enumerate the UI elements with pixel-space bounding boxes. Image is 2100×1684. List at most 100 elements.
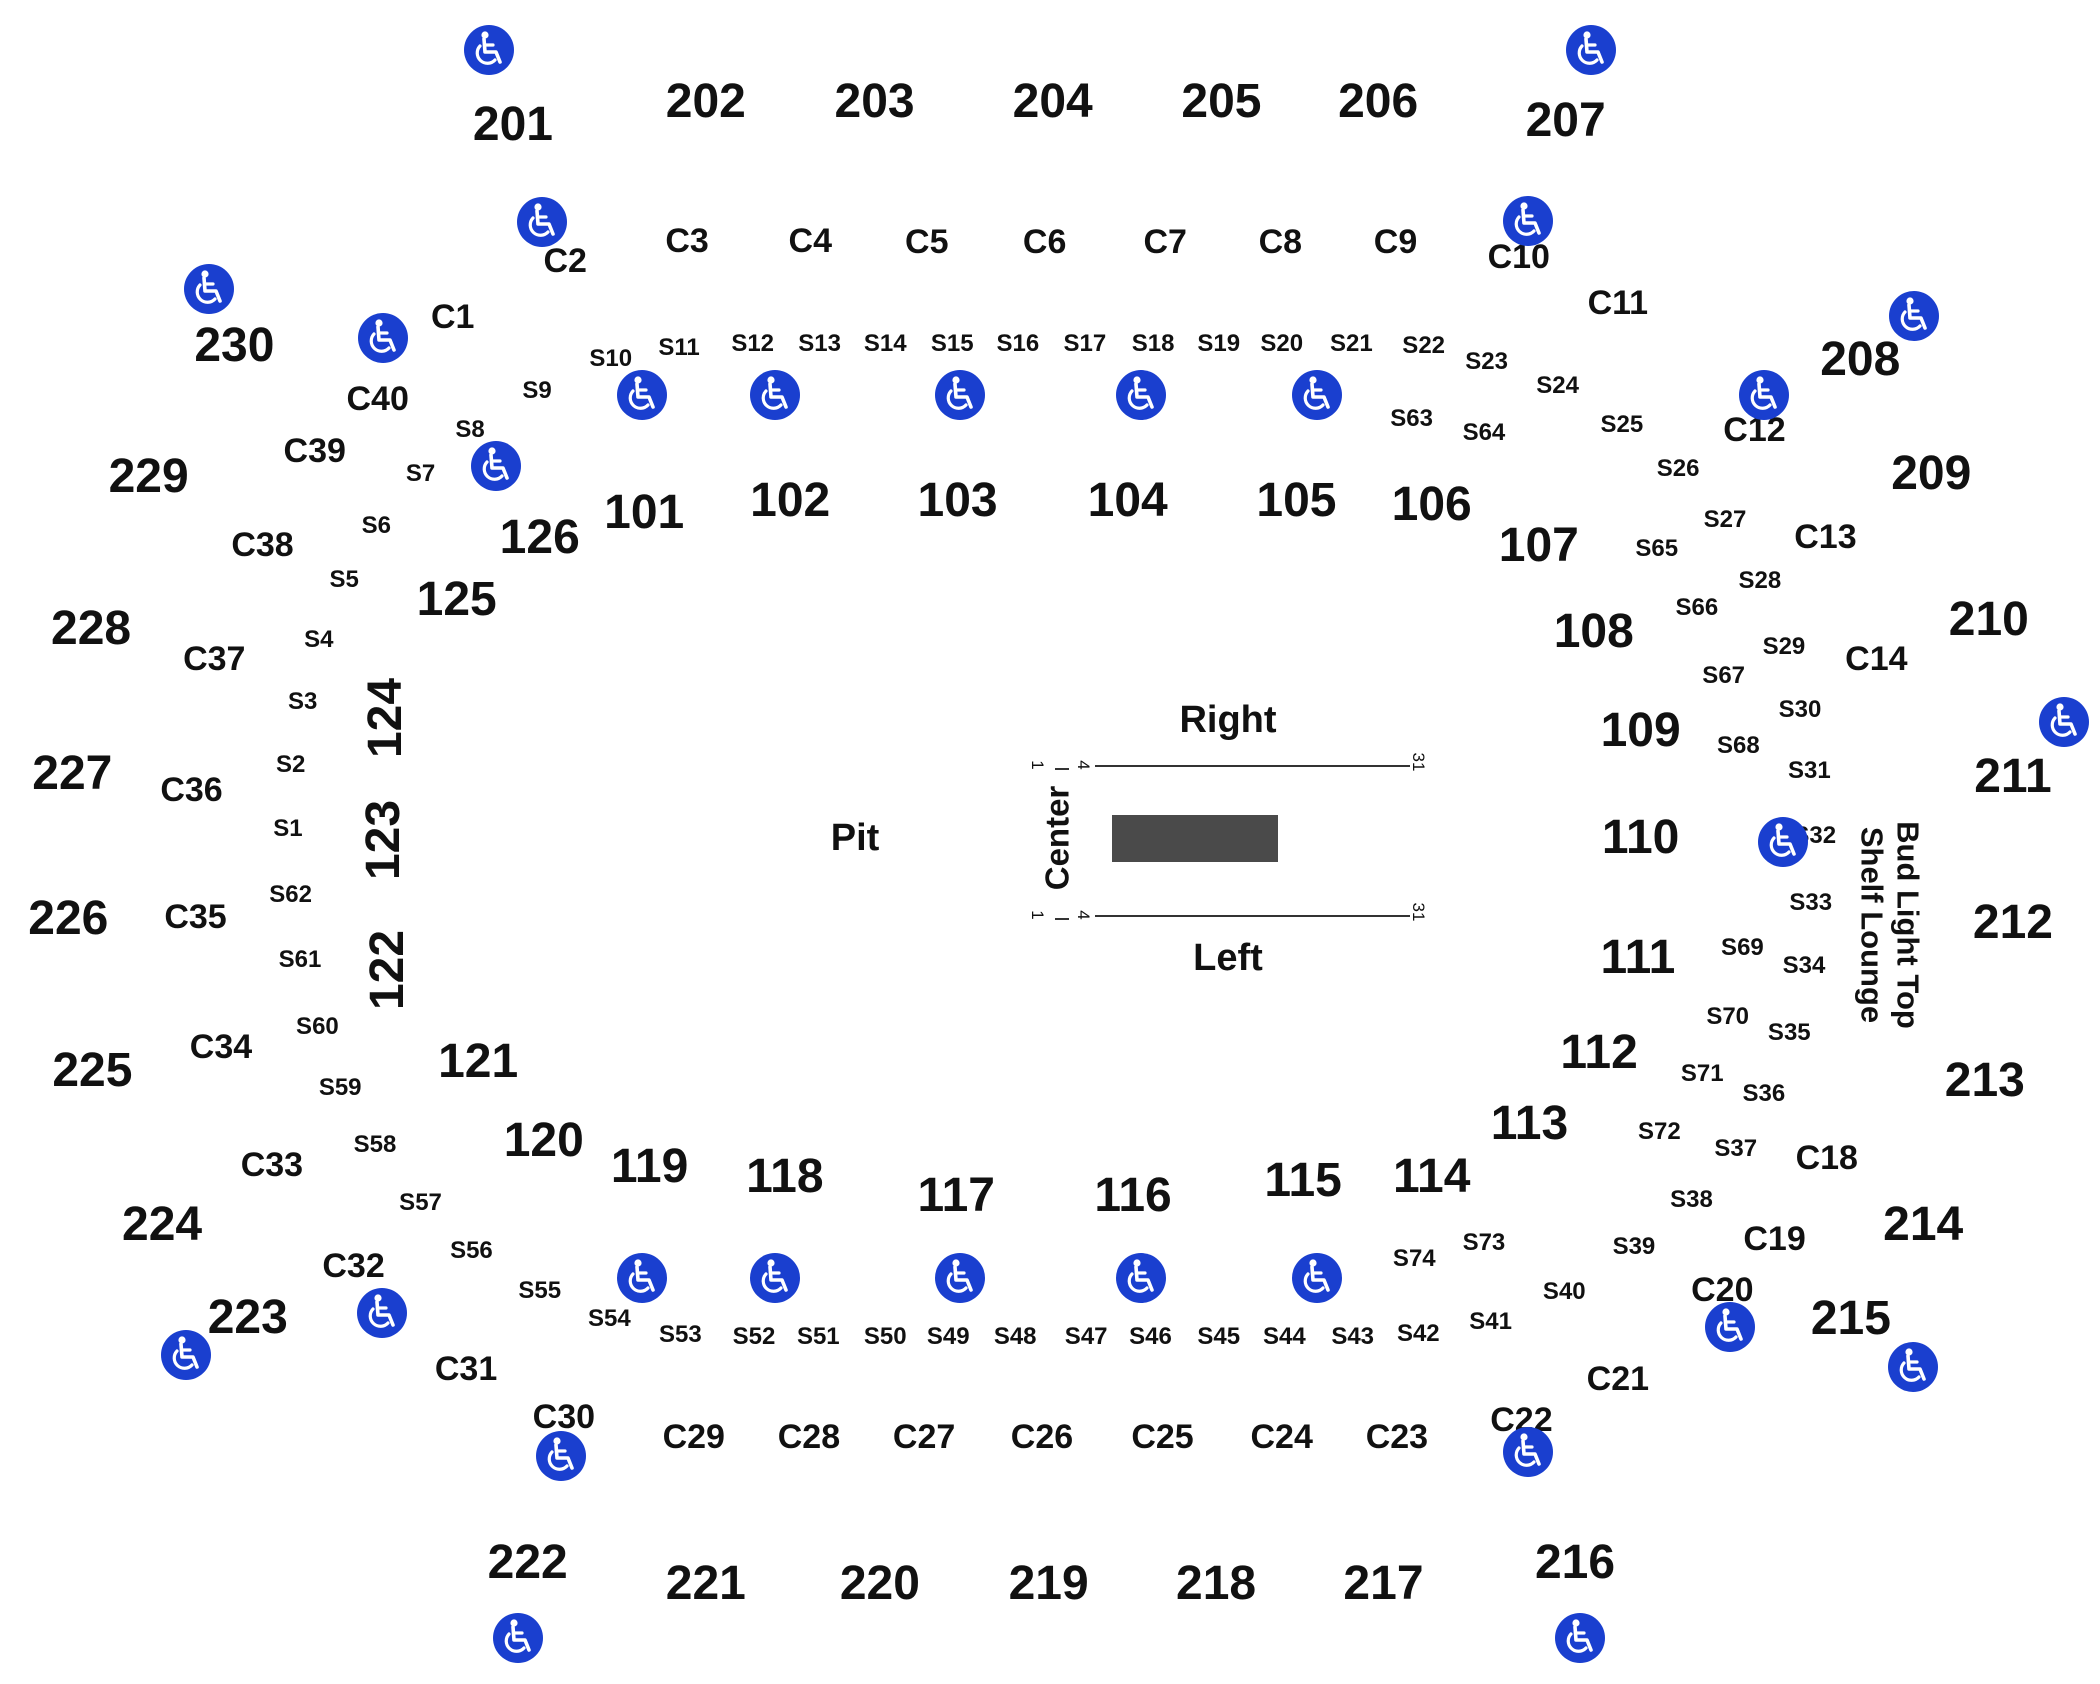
- wheelchair-icon[interactable]: [934, 1252, 986, 1304]
- section-206[interactable]: 206: [1338, 74, 1419, 128]
- wheelchair-icon[interactable]: [1738, 369, 1790, 421]
- section-203[interactable]: 203: [834, 74, 915, 128]
- suite-s51[interactable]: S51: [796, 1322, 840, 1350]
- suite-s48[interactable]: S48: [993, 1322, 1037, 1350]
- club-section-c8[interactable]: C8: [1258, 223, 1303, 262]
- wheelchair-icon[interactable]: [535, 1430, 587, 1482]
- suite-s41[interactable]: S41: [1469, 1307, 1512, 1335]
- suite-s6[interactable]: S6: [361, 512, 392, 540]
- wheelchair-icon[interactable]: [1757, 816, 1809, 868]
- club-section-c4[interactable]: C4: [788, 222, 832, 261]
- suite-s44[interactable]: S44: [1263, 1322, 1306, 1350]
- suite-s69[interactable]: S69: [1721, 934, 1764, 962]
- wheelchair-icon[interactable]: [1554, 1612, 1606, 1664]
- suite-s37[interactable]: S37: [1714, 1135, 1758, 1163]
- club-section-c21[interactable]: C21: [1586, 1360, 1650, 1399]
- wheelchair-icon[interactable]: [749, 1252, 801, 1304]
- section-204[interactable]: 204: [1012, 74, 1093, 128]
- suite-s54[interactable]: S54: [588, 1305, 631, 1333]
- suite-s19[interactable]: S19: [1197, 330, 1241, 358]
- suite-s64[interactable]: S64: [1462, 418, 1506, 446]
- suite-s61[interactable]: S61: [278, 946, 322, 974]
- suite-s13[interactable]: S13: [798, 330, 841, 358]
- club-section-c14[interactable]: C14: [1845, 639, 1908, 678]
- club-section-c10[interactable]: C10: [1487, 238, 1550, 277]
- club-section-c13[interactable]: C13: [1794, 518, 1857, 557]
- suite-s58[interactable]: S58: [353, 1131, 397, 1159]
- suite-s16[interactable]: S16: [996, 330, 1040, 358]
- zone-pit[interactable]: Pit: [830, 817, 880, 859]
- wheelchair-icon[interactable]: [1502, 1426, 1554, 1478]
- zone-center[interactable]: Center: [1038, 785, 1076, 891]
- section-122[interactable]: 122: [361, 929, 415, 1010]
- section-205[interactable]: 205: [1181, 74, 1262, 128]
- suite-s3[interactable]: S3: [287, 687, 318, 715]
- section-224[interactable]: 224: [122, 1198, 203, 1252]
- suite-s4[interactable]: S4: [304, 626, 334, 654]
- suite-s70[interactable]: S70: [1706, 1002, 1750, 1030]
- club-section-c31[interactable]: C31: [434, 1349, 498, 1388]
- section-229[interactable]: 229: [108, 449, 189, 503]
- suite-s11[interactable]: S11: [658, 334, 700, 362]
- suite-s7[interactable]: S7: [405, 460, 436, 488]
- section-221[interactable]: 221: [665, 1557, 746, 1611]
- wheelchair-icon[interactable]: [357, 312, 409, 364]
- section-126[interactable]: 126: [499, 511, 580, 565]
- wheelchair-icon[interactable]: [1291, 369, 1343, 421]
- wheelchair-icon[interactable]: [749, 369, 801, 421]
- suite-s2[interactable]: S2: [275, 750, 306, 778]
- section-106[interactable]: 106: [1391, 477, 1472, 531]
- section-217[interactable]: 217: [1343, 1557, 1424, 1611]
- suite-s57[interactable]: S57: [399, 1188, 442, 1216]
- suite-s25[interactable]: S25: [1600, 410, 1644, 438]
- section-222[interactable]: 222: [487, 1535, 568, 1589]
- section-226[interactable]: 226: [28, 891, 109, 945]
- suite-s23[interactable]: S23: [1465, 347, 1508, 375]
- suite-s50[interactable]: S50: [863, 1322, 907, 1350]
- section-212[interactable]: 212: [1972, 895, 2053, 949]
- suite-s17[interactable]: S17: [1063, 330, 1107, 358]
- section-103[interactable]: 103: [917, 473, 998, 527]
- suite-s20[interactable]: S20: [1260, 330, 1304, 358]
- suite-s26[interactable]: S26: [1656, 454, 1700, 482]
- wheelchair-icon[interactable]: [516, 196, 568, 248]
- suite-s27[interactable]: S27: [1703, 505, 1747, 533]
- section-115[interactable]: 115: [1264, 1154, 1342, 1208]
- club-section-c40[interactable]: C40: [346, 380, 409, 419]
- section-108[interactable]: 108: [1553, 605, 1634, 659]
- club-section-c39[interactable]: C39: [283, 432, 346, 471]
- zone-right[interactable]: Right: [1179, 699, 1277, 741]
- suite-s62[interactable]: S62: [269, 880, 312, 908]
- wheelchair-icon[interactable]: [1115, 369, 1167, 421]
- suite-s34[interactable]: S34: [1782, 951, 1826, 979]
- suite-s24[interactable]: S24: [1536, 371, 1579, 399]
- wheelchair-icon[interactable]: [1502, 195, 1554, 247]
- section-214[interactable]: 214: [1883, 1198, 1964, 1252]
- suite-s45[interactable]: S45: [1197, 1322, 1241, 1350]
- suite-s53[interactable]: S53: [658, 1321, 702, 1349]
- section-120[interactable]: 120: [503, 1114, 584, 1168]
- section-208[interactable]: 208: [1820, 333, 1901, 387]
- suite-s40[interactable]: S40: [1542, 1278, 1586, 1306]
- suite-s1[interactable]: S1: [273, 815, 303, 843]
- suite-s65[interactable]: S65: [1635, 535, 1679, 563]
- suite-s47[interactable]: S47: [1064, 1322, 1108, 1350]
- wheelchair-icon[interactable]: [1291, 1252, 1343, 1304]
- club-section-c24[interactable]: C24: [1250, 1418, 1313, 1457]
- suite-s68[interactable]: S68: [1717, 731, 1760, 759]
- suite-s22[interactable]: S22: [1402, 331, 1446, 359]
- suite-s18[interactable]: S18: [1131, 330, 1175, 358]
- club-section-c32[interactable]: C32: [322, 1246, 385, 1285]
- section-211[interactable]: 211: [1974, 749, 2052, 803]
- section-107[interactable]: 107: [1498, 519, 1579, 573]
- suite-s59[interactable]: S59: [318, 1073, 362, 1101]
- section-124[interactable]: 124: [358, 677, 412, 758]
- suite-s29[interactable]: S29: [1762, 632, 1806, 660]
- club-section-c9[interactable]: C9: [1373, 223, 1418, 262]
- section-114[interactable]: 114: [1392, 1150, 1471, 1204]
- club-section-c1[interactable]: C1: [430, 298, 475, 337]
- club-section-c2[interactable]: C2: [543, 242, 587, 281]
- section-104[interactable]: 104: [1087, 473, 1168, 527]
- section-228[interactable]: 228: [51, 602, 132, 656]
- section-121[interactable]: 121: [438, 1035, 519, 1089]
